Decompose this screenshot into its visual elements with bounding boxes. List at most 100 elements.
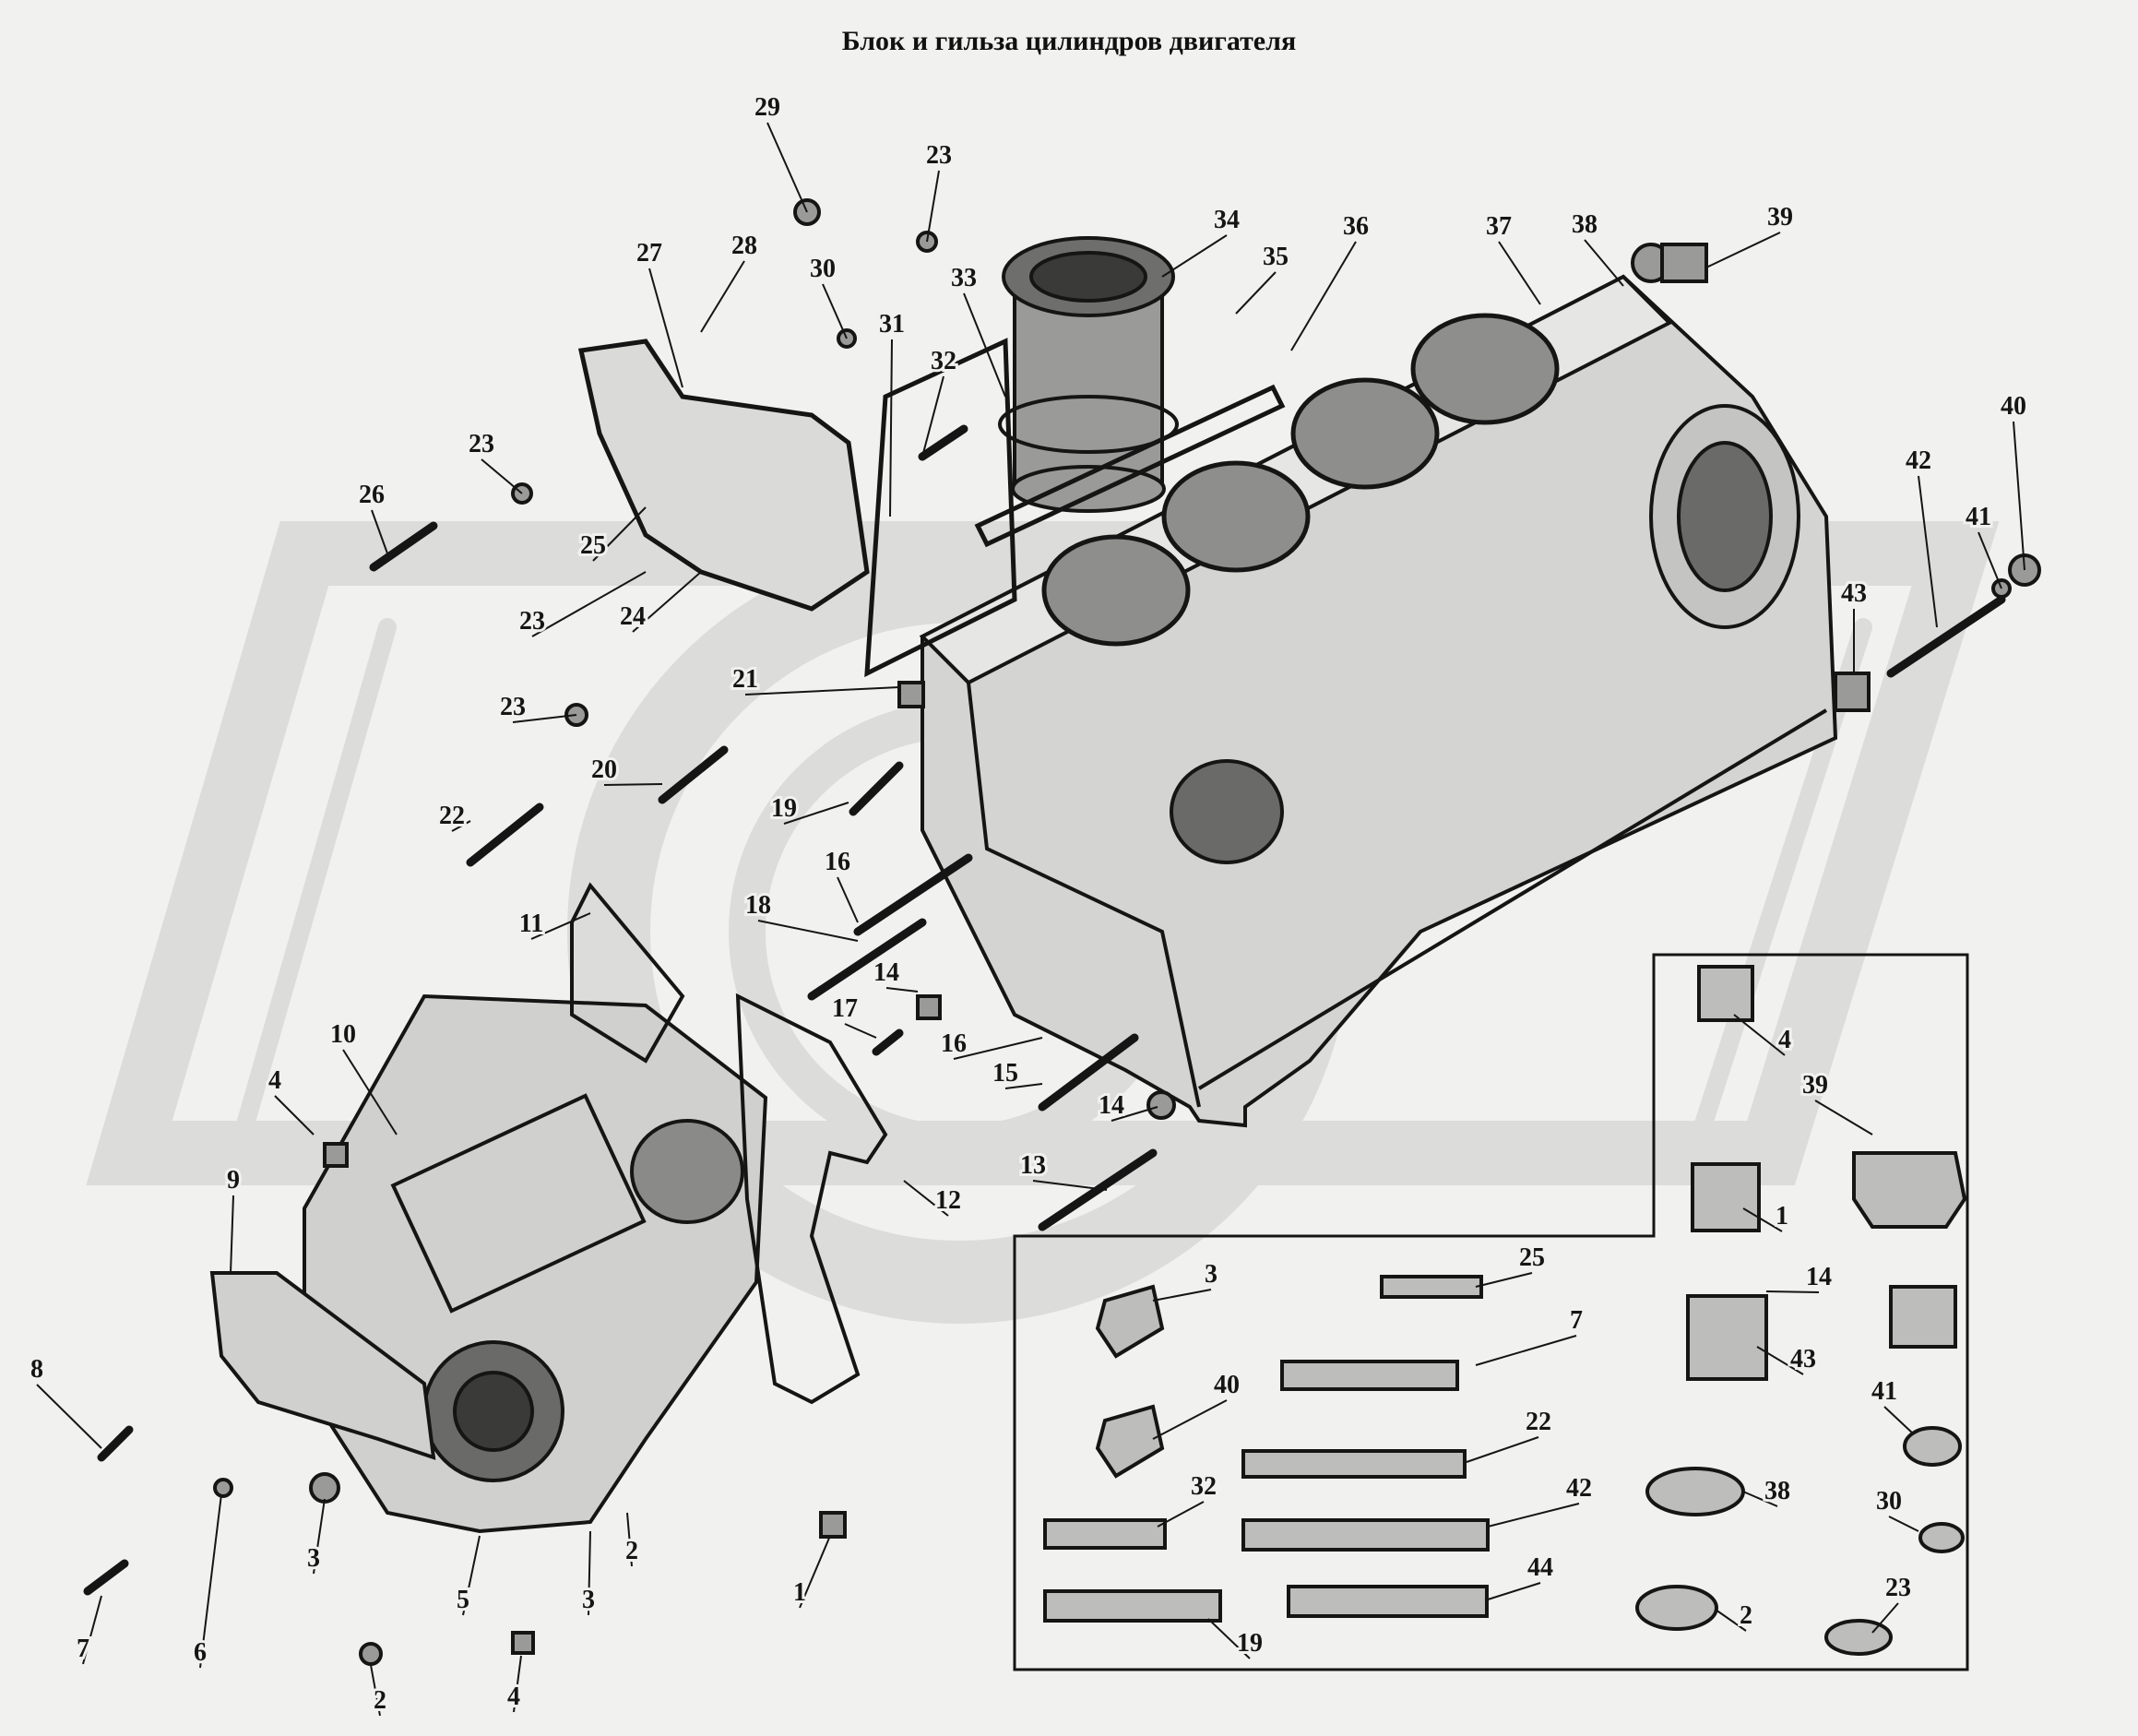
callout-leader-line [462,1535,481,1616]
callout-leader-line [1814,1100,1873,1136]
part-number-label: 12 [935,1186,961,1215]
callout-leader-line [926,170,940,243]
part-number-label: 25 [580,531,606,560]
callout-leader-line [1883,1406,1915,1435]
part-number-label: 21 [732,665,758,694]
part-number-label: 14 [873,958,899,987]
callout-leader-line [889,339,893,517]
part-number-label: 26 [359,481,385,509]
part-number-label: 23 [469,430,494,458]
callout-leader-line [531,571,647,637]
callout-leader-line [1152,1399,1228,1440]
part-number-label: 27 [636,239,662,268]
part-number-label: 43 [1841,579,1867,608]
part-number-label: 6 [194,1638,207,1667]
part-number-label: 39 [1767,203,1793,232]
diagram-title: Блок и гильза цилиндров двигателя [841,26,1297,56]
callout-leader-line [757,920,859,942]
callout-leader-line [603,783,663,786]
callout-leader-line [1705,232,1781,268]
detail-inset-frame [1013,953,1969,1671]
part-number-label: 31 [879,310,905,339]
callout-leader-line [1475,1335,1577,1366]
part-number-label: 40 [2001,392,2026,421]
part-number-label: 40 [1214,1371,1240,1399]
part-number-label: 36 [1343,212,1369,241]
callout-leader-line [885,987,919,993]
part-number-label: 42 [1566,1474,1592,1503]
part-number-label: 7 [77,1635,89,1663]
bearing-housing [1170,404,1800,864]
callout-leader-line [783,802,849,825]
callout-leader-line [626,1512,633,1567]
callout-leader-line [1733,1014,1786,1056]
cylinder-liner [998,236,1179,513]
callout-leader-line [1742,1207,1783,1232]
callout-leader-line [481,458,523,494]
part-number-label: 28 [731,232,757,260]
callout-leader-line [1157,1501,1205,1528]
part-number-label: 17 [832,994,858,1023]
callout-leader-line [1871,1602,1899,1634]
callout-leader-line [632,571,702,633]
callout-leader-line [451,820,471,832]
part-number-label: 44 [1527,1553,1553,1582]
callout-leader-line [1888,1516,1919,1532]
part-number-label: 32 [931,347,956,375]
part-number-label: 18 [745,891,771,920]
callout-leader-line [1742,1491,1778,1507]
callout-leader-line [371,509,388,554]
callout-leader-line [199,1493,222,1669]
part-number-label: 35 [1263,243,1289,271]
part-number-label: 4 [507,1682,520,1711]
part-number-label: 1 [793,1578,806,1607]
part-number-label: 32 [1191,1472,1217,1501]
callout-leader-line [513,1655,522,1713]
part-number-label: 4 [268,1066,281,1095]
part-number-label: 43 [1790,1345,1816,1373]
part-number-label: 23 [1885,1574,1911,1602]
part-number-label: 42 [1906,446,1931,475]
callout-leader-line [1715,1609,1747,1632]
callout-leader-line [1765,1290,1820,1293]
callout-leader-line [1487,1503,1580,1528]
callout-leader-line [1466,1436,1539,1463]
part-number-label: 38 [1764,1477,1790,1505]
part-number-label: 23 [926,141,952,170]
callout-leader-line [953,1037,1043,1060]
callout-leader-line [230,1195,234,1274]
callout-leader-line [648,268,683,388]
callout-leader-line [921,375,944,458]
part-number-label: 41 [1871,1377,1897,1406]
part-number-label: 3 [582,1586,595,1614]
callout-leader-line [1152,1289,1212,1302]
callout-leader-line [370,1664,381,1717]
callout-leader-line [1498,241,1541,305]
callout-leader-line [822,283,848,339]
callout-leader-line [1290,241,1357,351]
part-number-label: 30 [1876,1487,1902,1516]
part-number-label: 22 [1526,1408,1551,1436]
part-number-label: 19 [1237,1629,1263,1658]
callout-leader-line [1161,234,1228,278]
callout-leader-line [903,1180,949,1217]
part-number-label: 3 [307,1544,320,1573]
callout-leader-line [1475,1272,1533,1288]
part-number-label: 2 [1740,1601,1752,1630]
part-number-label: 2 [625,1537,638,1565]
callout-leader-line [844,1023,877,1039]
part-number-label: 2 [374,1686,386,1715]
part-number-label: 29 [754,93,780,122]
part-number-label: 1 [1776,1202,1788,1231]
part-number-label: 38 [1572,210,1598,239]
part-number-label: 37 [1486,212,1512,241]
callout-leader-line [1111,1106,1158,1122]
part-number-label: 34 [1214,206,1240,234]
callout-leader-line [1207,1618,1251,1659]
part-number-label: 24 [620,602,646,631]
callout-leader-line [36,1384,102,1449]
gaskets [209,882,888,1460]
part-number-label: 25 [1519,1243,1545,1272]
